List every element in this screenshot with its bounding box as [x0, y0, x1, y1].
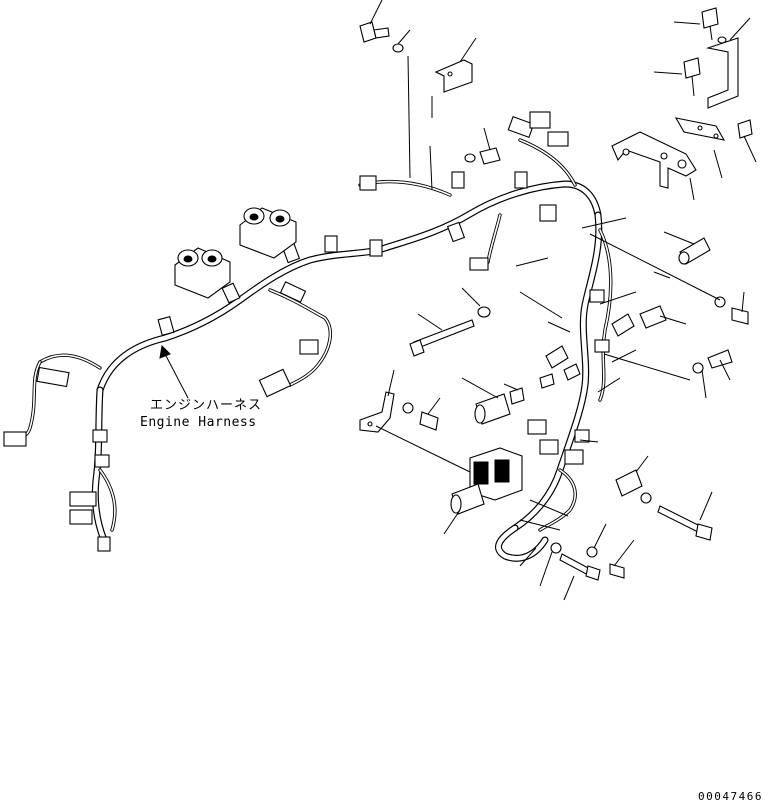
bracket-top: [434, 59, 473, 93]
hardware-parts: [359, 0, 757, 601]
connector-large-lower: [469, 447, 523, 501]
connector-twin-b: [174, 247, 231, 299]
drawing-number: 00047466: [698, 790, 763, 803]
long-bolts: [409, 287, 713, 601]
harness-callout: エンジンハーネス Engine Harness: [140, 344, 262, 430]
engine-harness: [10, 138, 613, 562]
spacer-parts: [443, 231, 711, 535]
bracket-right-assembly: [611, 7, 757, 201]
connector-twin-a: [239, 207, 297, 259]
bolt-top: [359, 0, 411, 53]
harness-label-jp: エンジンハーネス: [150, 398, 262, 413]
connectors: [3, 111, 584, 552]
leader-lines: [407, 55, 721, 567]
harness-label-en: Engine Harness: [140, 415, 257, 430]
bolts-washers: [402, 291, 749, 587]
